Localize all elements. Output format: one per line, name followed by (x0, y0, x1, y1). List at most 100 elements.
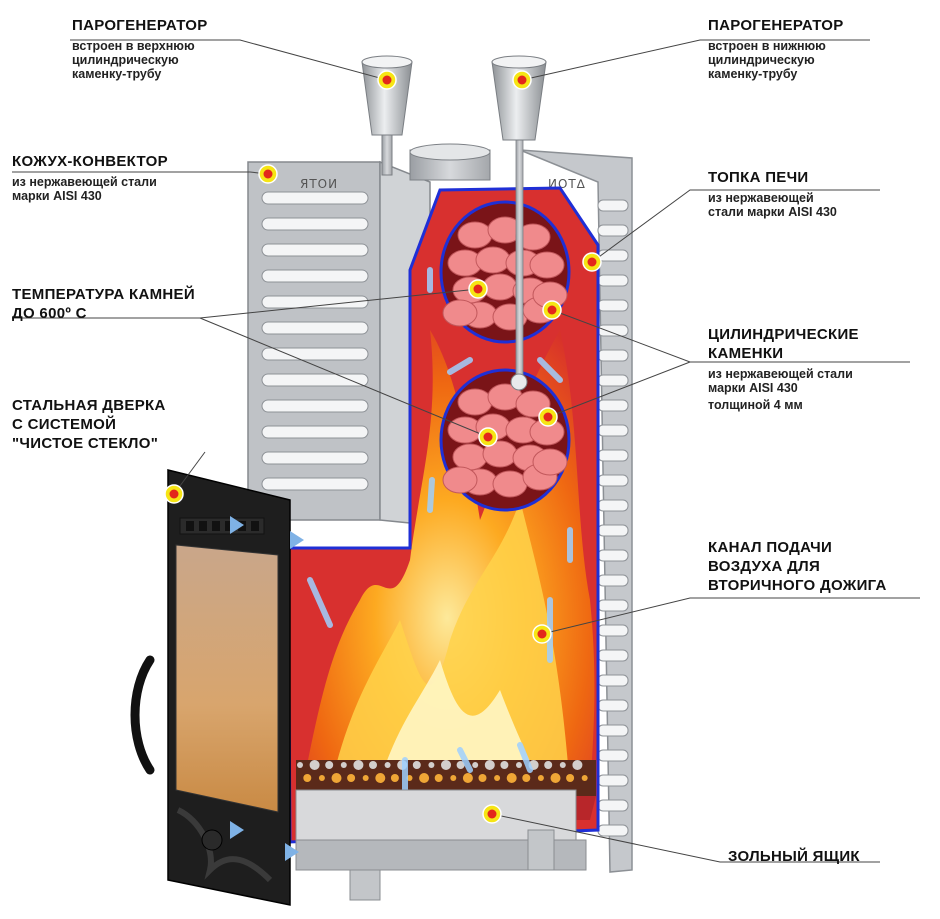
slat (597, 599, 629, 612)
slat (261, 399, 369, 413)
leader-line (199, 317, 489, 438)
stone (457, 221, 493, 249)
ember (331, 773, 342, 783)
ember (559, 762, 566, 768)
slat (597, 524, 629, 537)
ember (478, 774, 487, 782)
casing-left-slats (261, 191, 369, 491)
marker-dot (543, 412, 553, 422)
callout-desc: из нержавеющей стали марки AISI 430 (708, 191, 837, 219)
callout-title: ПАРОГЕНЕРАТОР (708, 17, 844, 34)
inner-air-arrow (537, 357, 563, 383)
ember (340, 762, 347, 768)
callout-desc: из нержавеющей стали марки AISI 430 (12, 175, 157, 203)
slat (597, 824, 629, 837)
inner-air-arrow (427, 477, 435, 513)
slat (261, 295, 369, 309)
casing-left: ЯТОИ (247, 160, 431, 526)
funnel-left (361, 55, 413, 176)
ember (462, 773, 473, 783)
slat (597, 674, 629, 687)
stone (492, 470, 528, 498)
callout-desc: из нержавеющей стали марки AISI 430 (708, 367, 853, 395)
ember (472, 762, 479, 768)
slat (597, 624, 629, 637)
stone (475, 246, 511, 274)
callout-title: КОЖУХ-КОНВЕКТОР (12, 153, 168, 170)
stove-door (130, 469, 291, 906)
callout-cylinder-stones: ЦИЛИНДРИЧЕСКИЕ КАМЕНКИ из нержавеющей ст… (708, 325, 918, 412)
ember (297, 762, 303, 768)
leader-line (547, 361, 691, 418)
marker-dot (169, 489, 179, 499)
callout-firebox: ТОПКА ПЕЧИ из нержавеющей стали марки AI… (708, 168, 918, 219)
ember (456, 761, 465, 769)
ember (500, 761, 509, 769)
callout-title: ТЕМПЕРАТУРА КАМНЕЙ ДО 600º С (12, 286, 195, 322)
slat (597, 774, 629, 787)
slat (597, 399, 629, 412)
leader-lines (12, 39, 920, 863)
slat (261, 373, 369, 387)
ember (581, 775, 588, 781)
slat (597, 699, 629, 712)
slat (261, 425, 369, 439)
ember (390, 774, 399, 782)
ember (522, 774, 531, 782)
slat (597, 274, 629, 287)
ember (494, 775, 501, 781)
casing-right-slats (597, 199, 629, 837)
leader-line (591, 189, 880, 263)
air-arrow-head (230, 821, 244, 839)
air-arrow-head (285, 843, 299, 861)
stone (457, 388, 493, 416)
ember (550, 773, 561, 783)
callout-title: КАНАЛ ПОДАЧИ ВОЗДУХА ДЛЯ ВТОРИЧНОГО ДОЖИ… (708, 539, 887, 594)
marker-dot (487, 809, 497, 819)
callout-title: ЗОЛЬНЫЙ ЯЩИК (728, 848, 860, 865)
ember (484, 760, 495, 770)
marker-dot (382, 75, 392, 85)
air-arrow-head (230, 516, 244, 534)
marker-dot (517, 75, 527, 85)
callout-steel-door: СТАЛЬНАЯ ДВЕРКА С СИСТЕМОЙ "ЧИСТОЕ СТЕКЛ… (12, 396, 212, 453)
slat (261, 269, 369, 283)
markers (164, 70, 602, 824)
stone (529, 251, 565, 279)
callout-air-channel: КАНАЛ ПОДАЧИ ВОЗДУХА ДЛЯ ВТОРИЧНОГО ДОЖИ… (708, 538, 928, 595)
slat (261, 191, 369, 205)
steam-pipe (510, 139, 528, 391)
outer-air-flows (55, 516, 304, 861)
slat (597, 474, 629, 487)
callout-title: ПАРОГЕНЕРАТОР (72, 17, 208, 34)
stone (442, 299, 478, 327)
ember (441, 760, 451, 770)
callout-title: ЦИЛИНДРИЧЕСКИЕ КАМЕНКИ (708, 326, 859, 362)
air-arrow-head (290, 531, 304, 549)
callout-title: ТОПКА ПЕЧИ (708, 169, 809, 186)
slat (597, 549, 629, 562)
callout-desc-thickness: толщиной 4 мм (708, 398, 803, 412)
ember (544, 761, 553, 769)
leader-line (70, 39, 388, 81)
ember (325, 761, 334, 769)
stone-cylinder-upper (439, 200, 571, 344)
slat (597, 649, 629, 662)
ember (347, 774, 356, 782)
callout-casing-convector: КОЖУХ-КОНВЕКТОР из нержавеющей стали мар… (12, 152, 232, 203)
embers (297, 760, 588, 783)
marker-dot (587, 257, 597, 267)
slat (261, 321, 369, 335)
inner-air-arrow (307, 577, 333, 628)
left-brand-logo: ЯТОИ (300, 177, 338, 191)
inner-air-arrow (457, 747, 473, 773)
ember (572, 760, 583, 770)
ember (434, 774, 443, 782)
ember (450, 775, 457, 781)
casing-right: ИОТ∆ (519, 149, 633, 873)
slat (597, 299, 629, 312)
leader-line (541, 597, 920, 635)
ember (506, 773, 517, 783)
